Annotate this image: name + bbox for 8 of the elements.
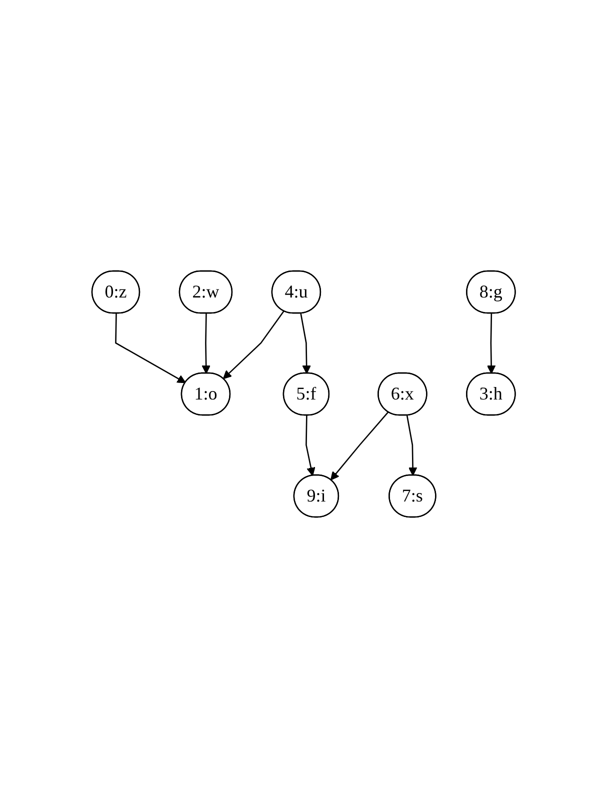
arrow <box>406 414 418 476</box>
arrow <box>486 312 496 374</box>
arrow <box>222 310 284 379</box>
arrow <box>330 411 389 480</box>
arrow <box>300 312 311 374</box>
arrow <box>115 312 186 383</box>
arrow <box>305 414 316 476</box>
arrow <box>202 312 210 374</box>
